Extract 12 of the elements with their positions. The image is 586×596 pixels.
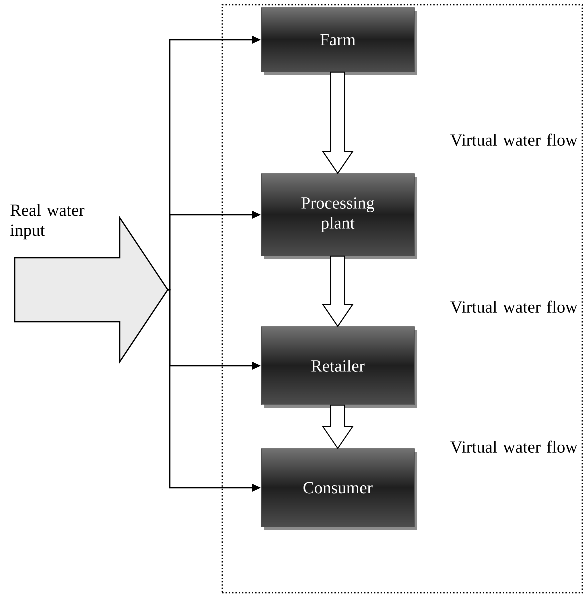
flow-label: Virtual water flow bbox=[450, 440, 578, 454]
process-box: Farm bbox=[261, 8, 418, 75]
block-arrow bbox=[322, 256, 354, 328]
block-arrow bbox=[322, 404, 354, 450]
process-box: Processing plant bbox=[261, 174, 418, 259]
process-box: Consumer bbox=[261, 448, 418, 530]
block-arrow bbox=[322, 72, 354, 174]
arrow-caption: Real water input bbox=[10, 204, 85, 240]
flow-label: Virtual water flow bbox=[450, 300, 578, 314]
process-box: Retailer bbox=[261, 326, 418, 408]
boundary-frame bbox=[222, 4, 584, 594]
flow-label: Virtual water flow bbox=[450, 134, 578, 146]
